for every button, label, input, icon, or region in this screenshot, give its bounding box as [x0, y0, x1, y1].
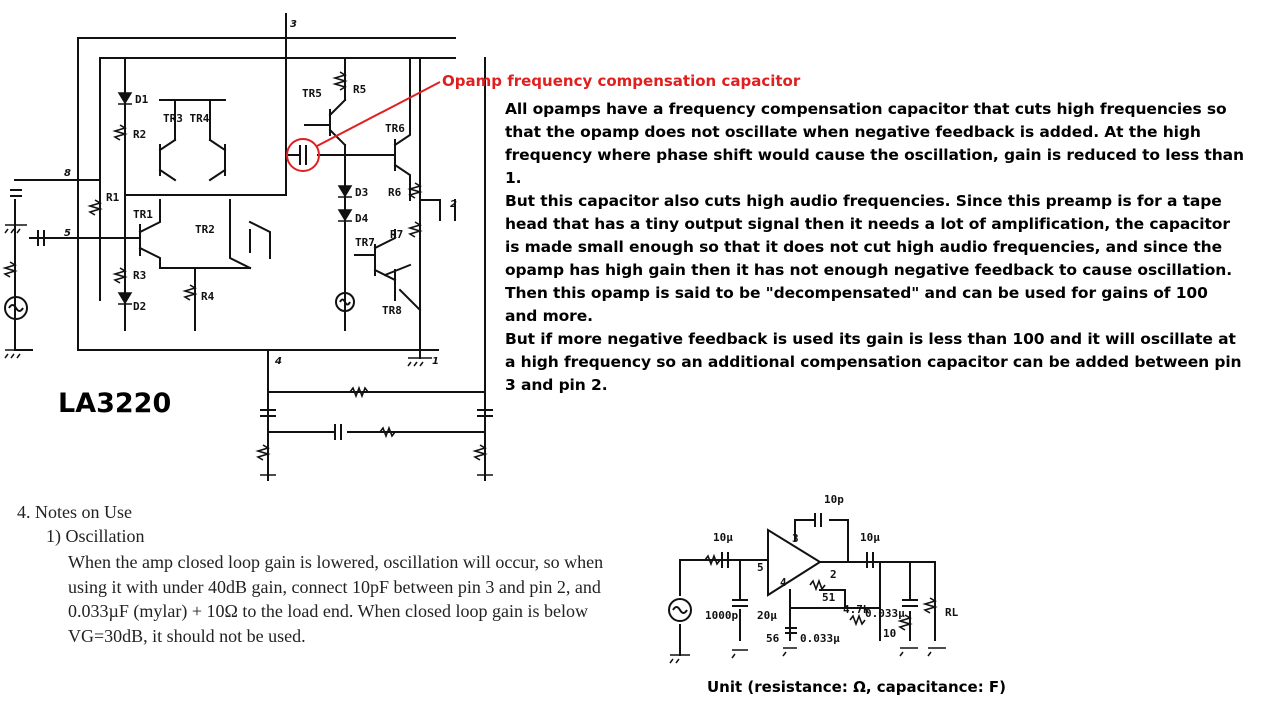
pin-1-label: 1: [432, 356, 439, 367]
label-r4: R4: [201, 290, 215, 303]
label-d1: D1: [135, 93, 149, 106]
app-label-10u-in: 10µ: [713, 531, 733, 544]
label-r2: R2: [133, 128, 146, 141]
notes-heading: 4. Notes on Use: [17, 502, 132, 522]
label-d4: D4: [355, 212, 369, 225]
notes-subheading: 1) Oscillation: [46, 526, 145, 546]
app-label-0033-b: 0.033µ: [800, 632, 840, 645]
callout-marker: [286, 81, 441, 172]
pin-4-label: 4: [274, 356, 282, 367]
pin-3-label: 3: [290, 19, 297, 30]
explanation-paragraph-2: But this capacitor also cuts high audio …: [505, 192, 1232, 325]
label-tr7: TR7: [355, 236, 375, 249]
label-tr5: TR5: [302, 87, 322, 100]
unit-note: Unit (resistance: Ω, capacitance: F): [707, 678, 1007, 696]
app-label-0033-a: 0.033µ: [865, 607, 905, 620]
label-r7: R7: [390, 228, 403, 241]
notes-body: When the amp closed loop gain is lowered…: [68, 552, 604, 646]
pin-2-label: 2: [450, 199, 457, 210]
label-d3: D3: [355, 186, 368, 199]
label-r3: R3: [133, 269, 146, 282]
app-label-20u: 20µ: [757, 609, 777, 622]
app-label-51: 51: [822, 591, 836, 604]
label-r6: R6: [388, 186, 402, 199]
explanation-paragraph-3: But if more negative feedback is used it…: [505, 330, 1242, 394]
label-tr8: TR8: [382, 304, 402, 317]
label-r1: R1: [106, 191, 120, 204]
app-label-rl: RL: [945, 606, 959, 619]
app-label-10u-out: 10µ: [860, 531, 880, 544]
app-label-10p: 10p: [824, 493, 844, 506]
app-label-4-7k: 4.7k: [843, 603, 870, 616]
label-tr3-tr4: TR3 TR4: [163, 112, 210, 125]
app-label-pin5: 5: [757, 561, 764, 574]
label-tr2: TR2: [195, 223, 215, 236]
explanation-paragraph-1: All opamps have a frequency compensation…: [505, 100, 1244, 187]
label-tr6: TR6: [385, 122, 405, 135]
callout-title: Opamp frequency compensation capacitor: [442, 72, 801, 90]
chip-name: LA3220: [58, 388, 172, 419]
app-label-1000p: 1000p: [705, 609, 738, 622]
app-label-pin4: 4: [780, 576, 787, 589]
pin-5-label: 5: [64, 228, 71, 239]
app-label-pin3: 3: [792, 532, 799, 545]
label-r5: R5: [353, 83, 366, 96]
label-d2: D2: [133, 300, 146, 313]
app-label-56: 56: [766, 632, 780, 645]
label-tr1: TR1: [133, 208, 153, 221]
pin-8-label: 8: [64, 168, 71, 179]
app-label-10: 10: [883, 627, 896, 640]
app-label-pin2: 2: [830, 568, 837, 581]
